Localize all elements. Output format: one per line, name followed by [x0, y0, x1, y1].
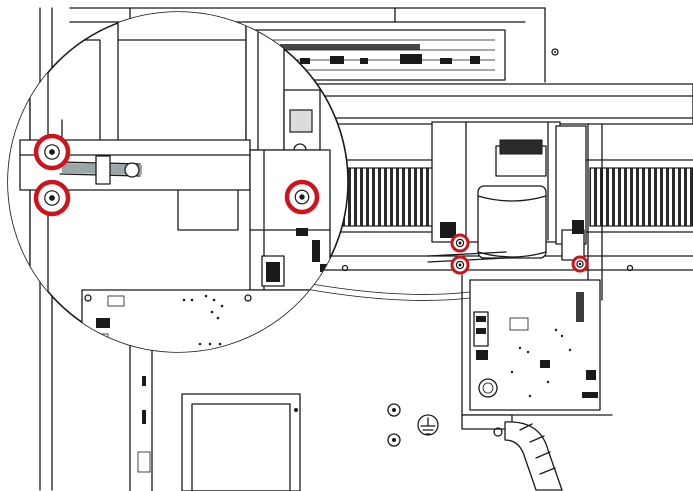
top-board-components — [280, 44, 480, 64]
screw-lower-callout — [450, 255, 470, 275]
ground-symbol-icon — [417, 414, 439, 436]
screw-upper-callout — [450, 233, 470, 253]
screw-bracket-callout — [571, 255, 589, 273]
screw-callouts — [33, 133, 589, 275]
inset-screw-bottom-left-callout — [33, 179, 71, 217]
inset-screw-top-left-callout — [33, 133, 71, 171]
print-head-carriage — [427, 121, 587, 263]
inset-screw-right-callout — [284, 179, 320, 215]
control-board — [461, 274, 613, 416]
cable-chain — [461, 414, 563, 491]
machine-main-view — [39, 7, 693, 491]
